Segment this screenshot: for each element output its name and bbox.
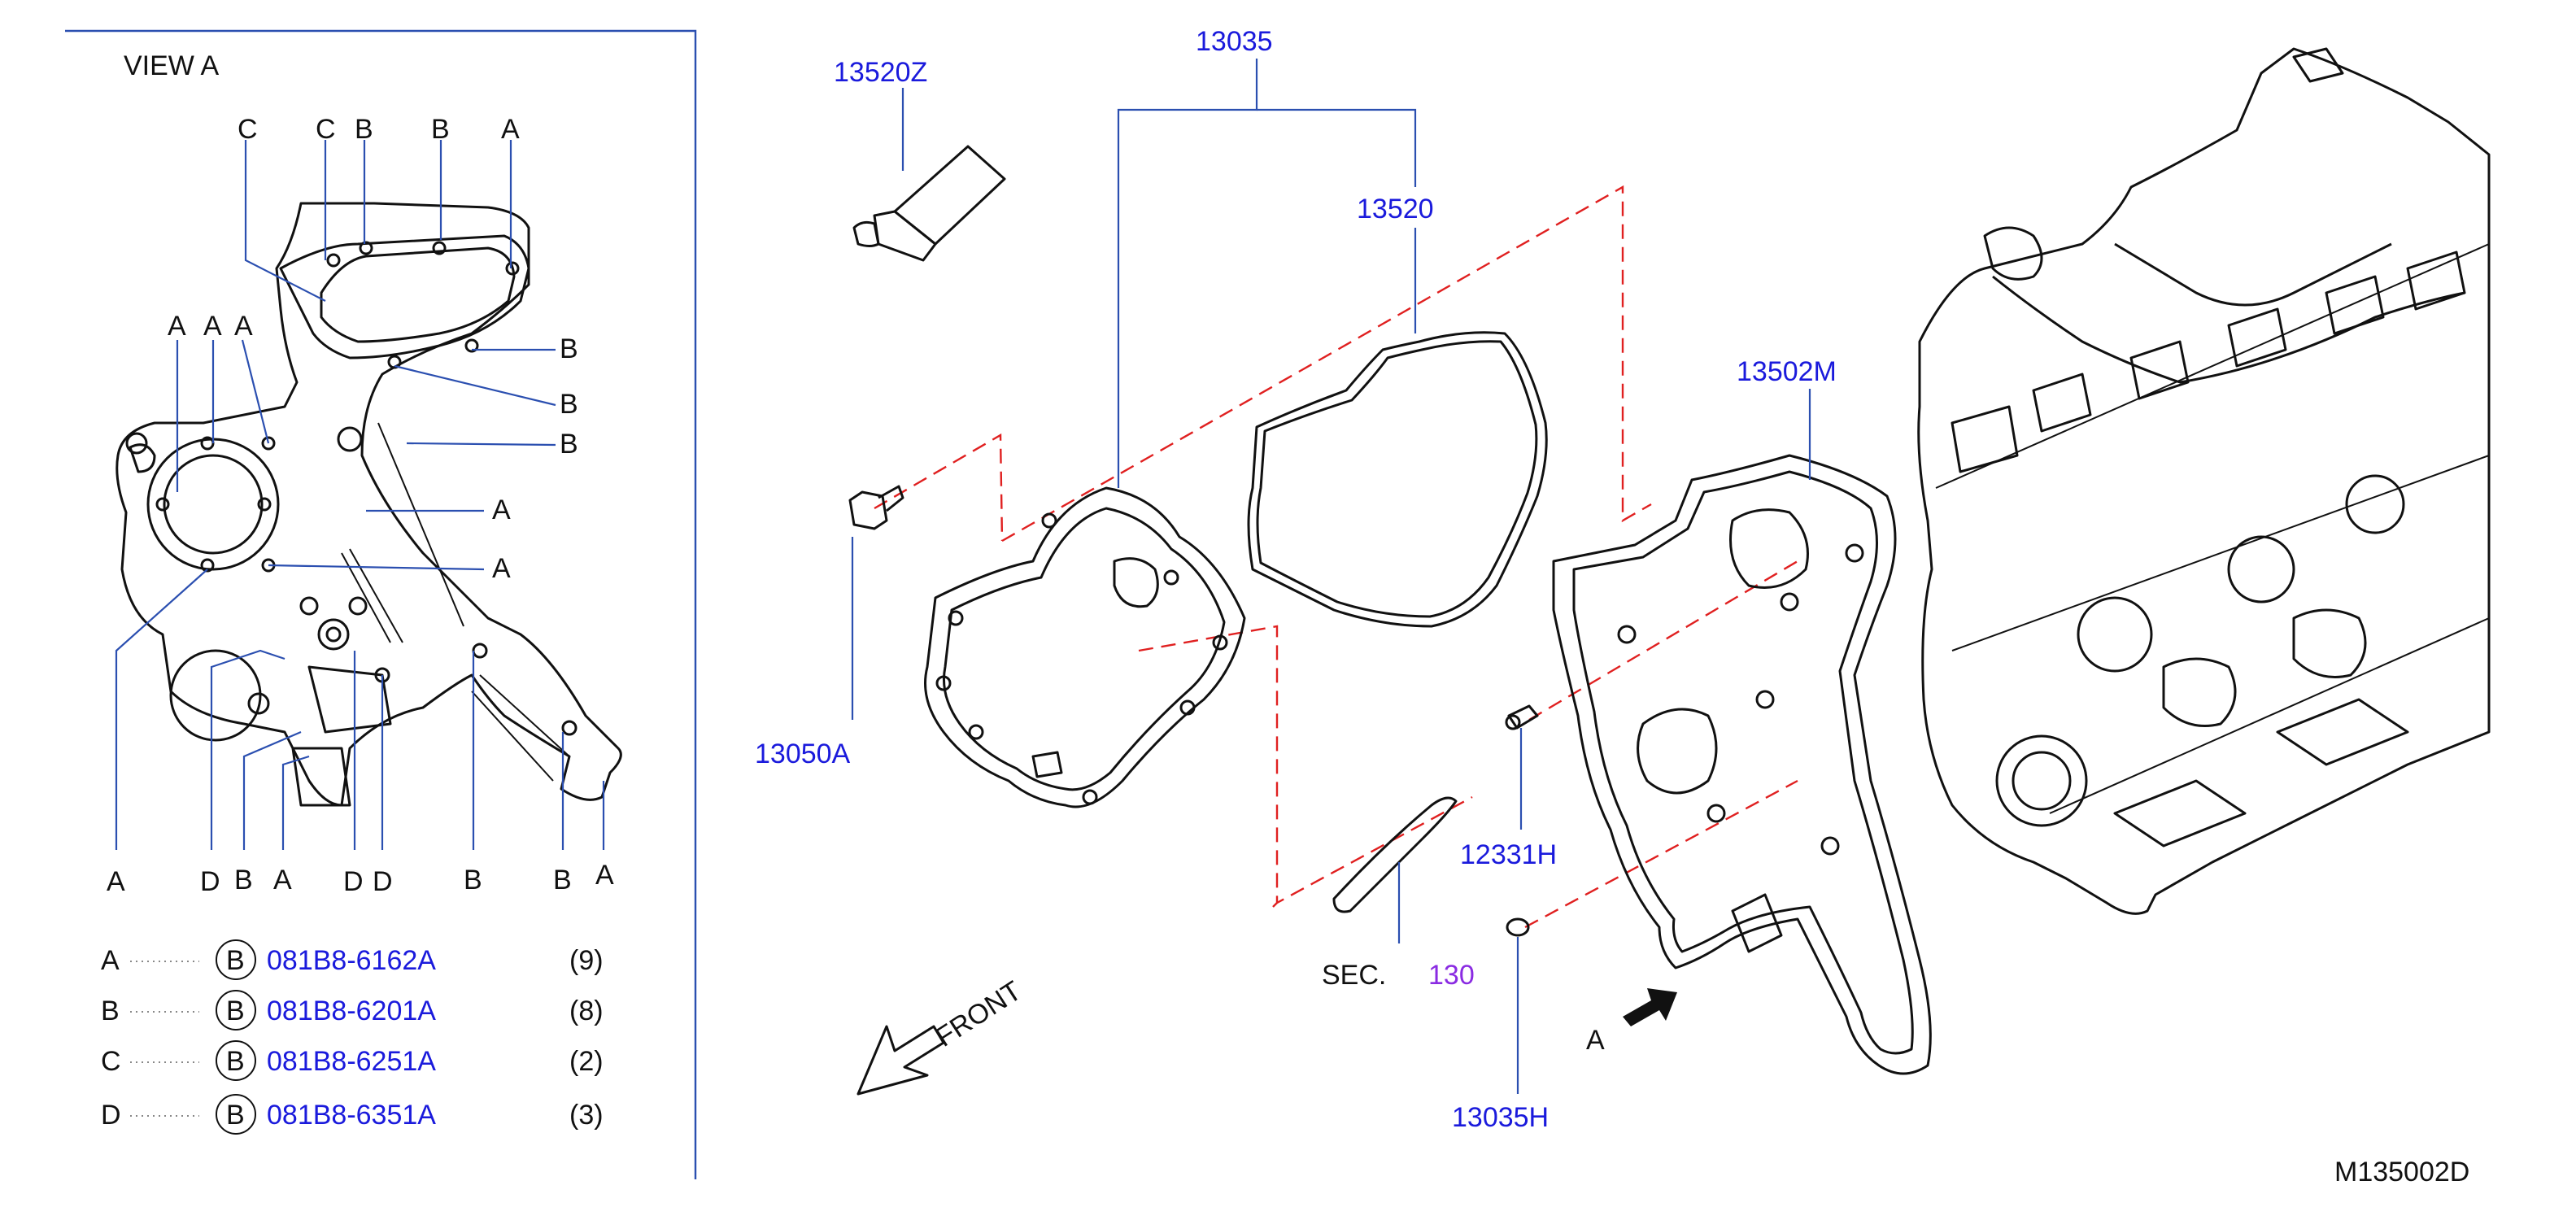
legend-circle-letter: B: [226, 1100, 245, 1131]
letter-bottom-1: A: [107, 866, 125, 897]
legend-quantity: (8): [569, 996, 604, 1026]
legend-key: B: [101, 996, 120, 1026]
legend-row-d: D B 081B8-6351A (3): [101, 1094, 604, 1135]
callout-leaders: [851, 59, 1811, 1094]
letter-right-2: B: [560, 389, 578, 420]
legend-circle-letter: B: [226, 1046, 245, 1077]
letter-top-1: C: [238, 114, 258, 145]
legend-circle-letter: B: [226, 996, 245, 1026]
o-ring-13035h: [1506, 917, 1530, 937]
phantom-lines: [874, 185, 1798, 929]
legend-row-a: A B 081B8-6162A (9): [101, 939, 604, 980]
chain-guide-sec130: [1332, 796, 1458, 913]
letter-bottom-7: B: [464, 865, 482, 895]
letter-left-2: A: [203, 311, 222, 342]
callout-13050a[interactable]: 13050A: [755, 739, 851, 769]
front-arrow-icon: [856, 1025, 945, 1096]
view-a-arrow: A: [1586, 988, 1677, 1056]
letter-top-2: C: [316, 114, 336, 145]
letter-top-3: B: [355, 114, 373, 145]
view-a-arrow-icon: [1623, 988, 1677, 1026]
legend-row-b: B B 081B8-6201A (8): [101, 990, 604, 1031]
front-direction-arrow: FRONT: [856, 975, 1027, 1096]
view-a-leaders: [115, 140, 605, 850]
legend-part-number[interactable]: 081B8-6251A: [267, 1046, 436, 1077]
timing-case-13502m: [1552, 454, 1932, 1075]
legend-row-c: C B 081B8-6251A (2): [101, 1040, 604, 1081]
view-a-panel: VIEW A: [65, 29, 697, 1179]
legend-key: A: [101, 945, 120, 976]
callout-13035h[interactable]: 13035H: [1452, 1102, 1549, 1133]
letter-right-1: B: [560, 333, 578, 364]
legend-part-number[interactable]: 081B8-6162A: [267, 945, 436, 976]
legend-part-number[interactable]: 081B8-6351A: [267, 1100, 436, 1131]
legend-quantity: (9): [569, 945, 604, 976]
front-label: FRONT: [931, 975, 1027, 1053]
letter-left-3: A: [234, 311, 253, 342]
bolt-symbol-icon: [216, 990, 256, 1031]
bolt-symbol-icon: [216, 1094, 256, 1135]
letter-bottom-5: D: [343, 866, 364, 897]
letter-bottom-3: B: [234, 865, 253, 895]
letter-bottom-4: A: [273, 865, 292, 895]
letter-top-5: A: [501, 114, 520, 145]
view-panel-title: VIEW A: [124, 50, 219, 81]
section-ref-label: SEC.: [1322, 960, 1386, 991]
diagram-id: M135002D: [2334, 1157, 2469, 1187]
letter-right-4: A: [492, 495, 511, 525]
bolt-symbol-icon: [216, 939, 256, 980]
engine-block-drawing: [1917, 47, 2491, 915]
letter-right-5: A: [492, 553, 511, 584]
legend-key: D: [101, 1100, 121, 1131]
legend-circle-letter: B: [226, 945, 245, 976]
front-cover-drawing: [924, 486, 1246, 808]
bolt-legend: A B 081B8-6162A (9) B B 081B8-6201A (8) …: [101, 939, 604, 1135]
view-a-arrow-label: A: [1586, 1025, 1605, 1056]
sealant-tube-13520z: [852, 145, 1006, 262]
view-a-cover-drawing: [116, 202, 622, 807]
legend-part-number[interactable]: 081B8-6201A: [267, 996, 436, 1026]
callout-13520z[interactable]: 13520Z: [834, 57, 927, 88]
letter-right-3: B: [560, 429, 578, 460]
letter-bottom-6: D: [373, 866, 393, 897]
callout-12331h[interactable]: 12331H: [1460, 839, 1557, 870]
letter-bottom-2: D: [200, 866, 220, 897]
gasket-13520: [1247, 331, 1548, 628]
callout-13520[interactable]: 13520: [1357, 194, 1434, 224]
legend-quantity: (2): [569, 1046, 604, 1077]
letter-bottom-9: A: [595, 860, 614, 891]
leader-13035: [1117, 59, 1258, 488]
callout-13035[interactable]: 13035: [1196, 26, 1273, 57]
letter-left-1: A: [168, 311, 186, 342]
section-ref-number[interactable]: 130: [1428, 960, 1475, 991]
letter-top-4: B: [431, 114, 450, 145]
dowel-pin-12331h: [1505, 704, 1539, 730]
callout-13502m[interactable]: 13502M: [1737, 356, 1837, 387]
bolt-symbol-icon: [216, 1040, 256, 1081]
legend-key: C: [101, 1046, 121, 1077]
bolt-13050a: [848, 485, 904, 530]
letter-bottom-8: B: [553, 865, 572, 895]
legend-quantity: (3): [569, 1100, 604, 1131]
view-panel-frame: [65, 29, 697, 1179]
